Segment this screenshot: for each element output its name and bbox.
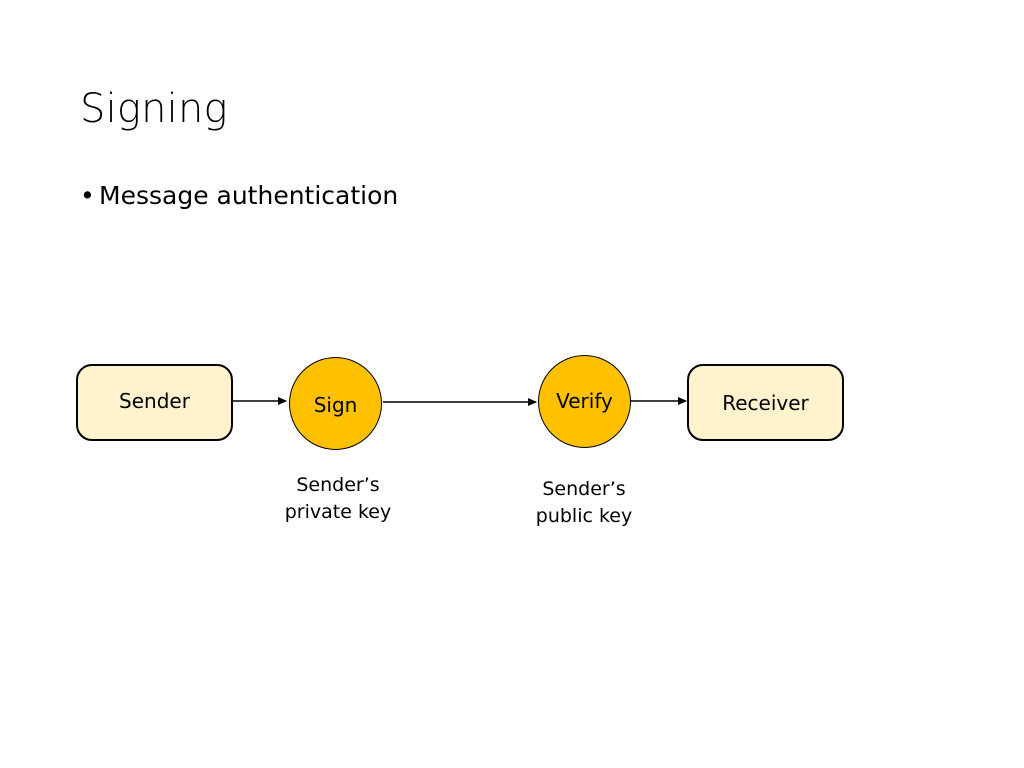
- verify-key-label: Sender’s public key: [504, 476, 664, 530]
- bullet-item: •Message authentication: [80, 180, 398, 212]
- bullet-text: Message authentication: [99, 181, 399, 210]
- verify-node: Verify: [538, 355, 631, 448]
- slide-title: Signing: [80, 86, 228, 132]
- verify-key-line-2: public key: [535, 505, 633, 527]
- bullet-dot-icon: •: [80, 181, 95, 210]
- sign-node: Sign: [289, 357, 382, 450]
- sign-key-line-1: Sender’s: [296, 474, 380, 496]
- sign-label: Sign: [313, 392, 358, 417]
- verify-key-line-1: Sender’s: [542, 478, 626, 500]
- sign-key-line-2: private key: [284, 501, 392, 523]
- sender-label: Sender: [119, 388, 190, 413]
- sign-key-label: Sender’s private key: [258, 472, 418, 526]
- verify-label: Verify: [556, 388, 613, 413]
- sender-node: Sender: [76, 364, 233, 441]
- bullet-list: •Message authentication: [80, 180, 398, 212]
- receiver-node: Receiver: [687, 364, 844, 441]
- receiver-label: Receiver: [722, 390, 809, 415]
